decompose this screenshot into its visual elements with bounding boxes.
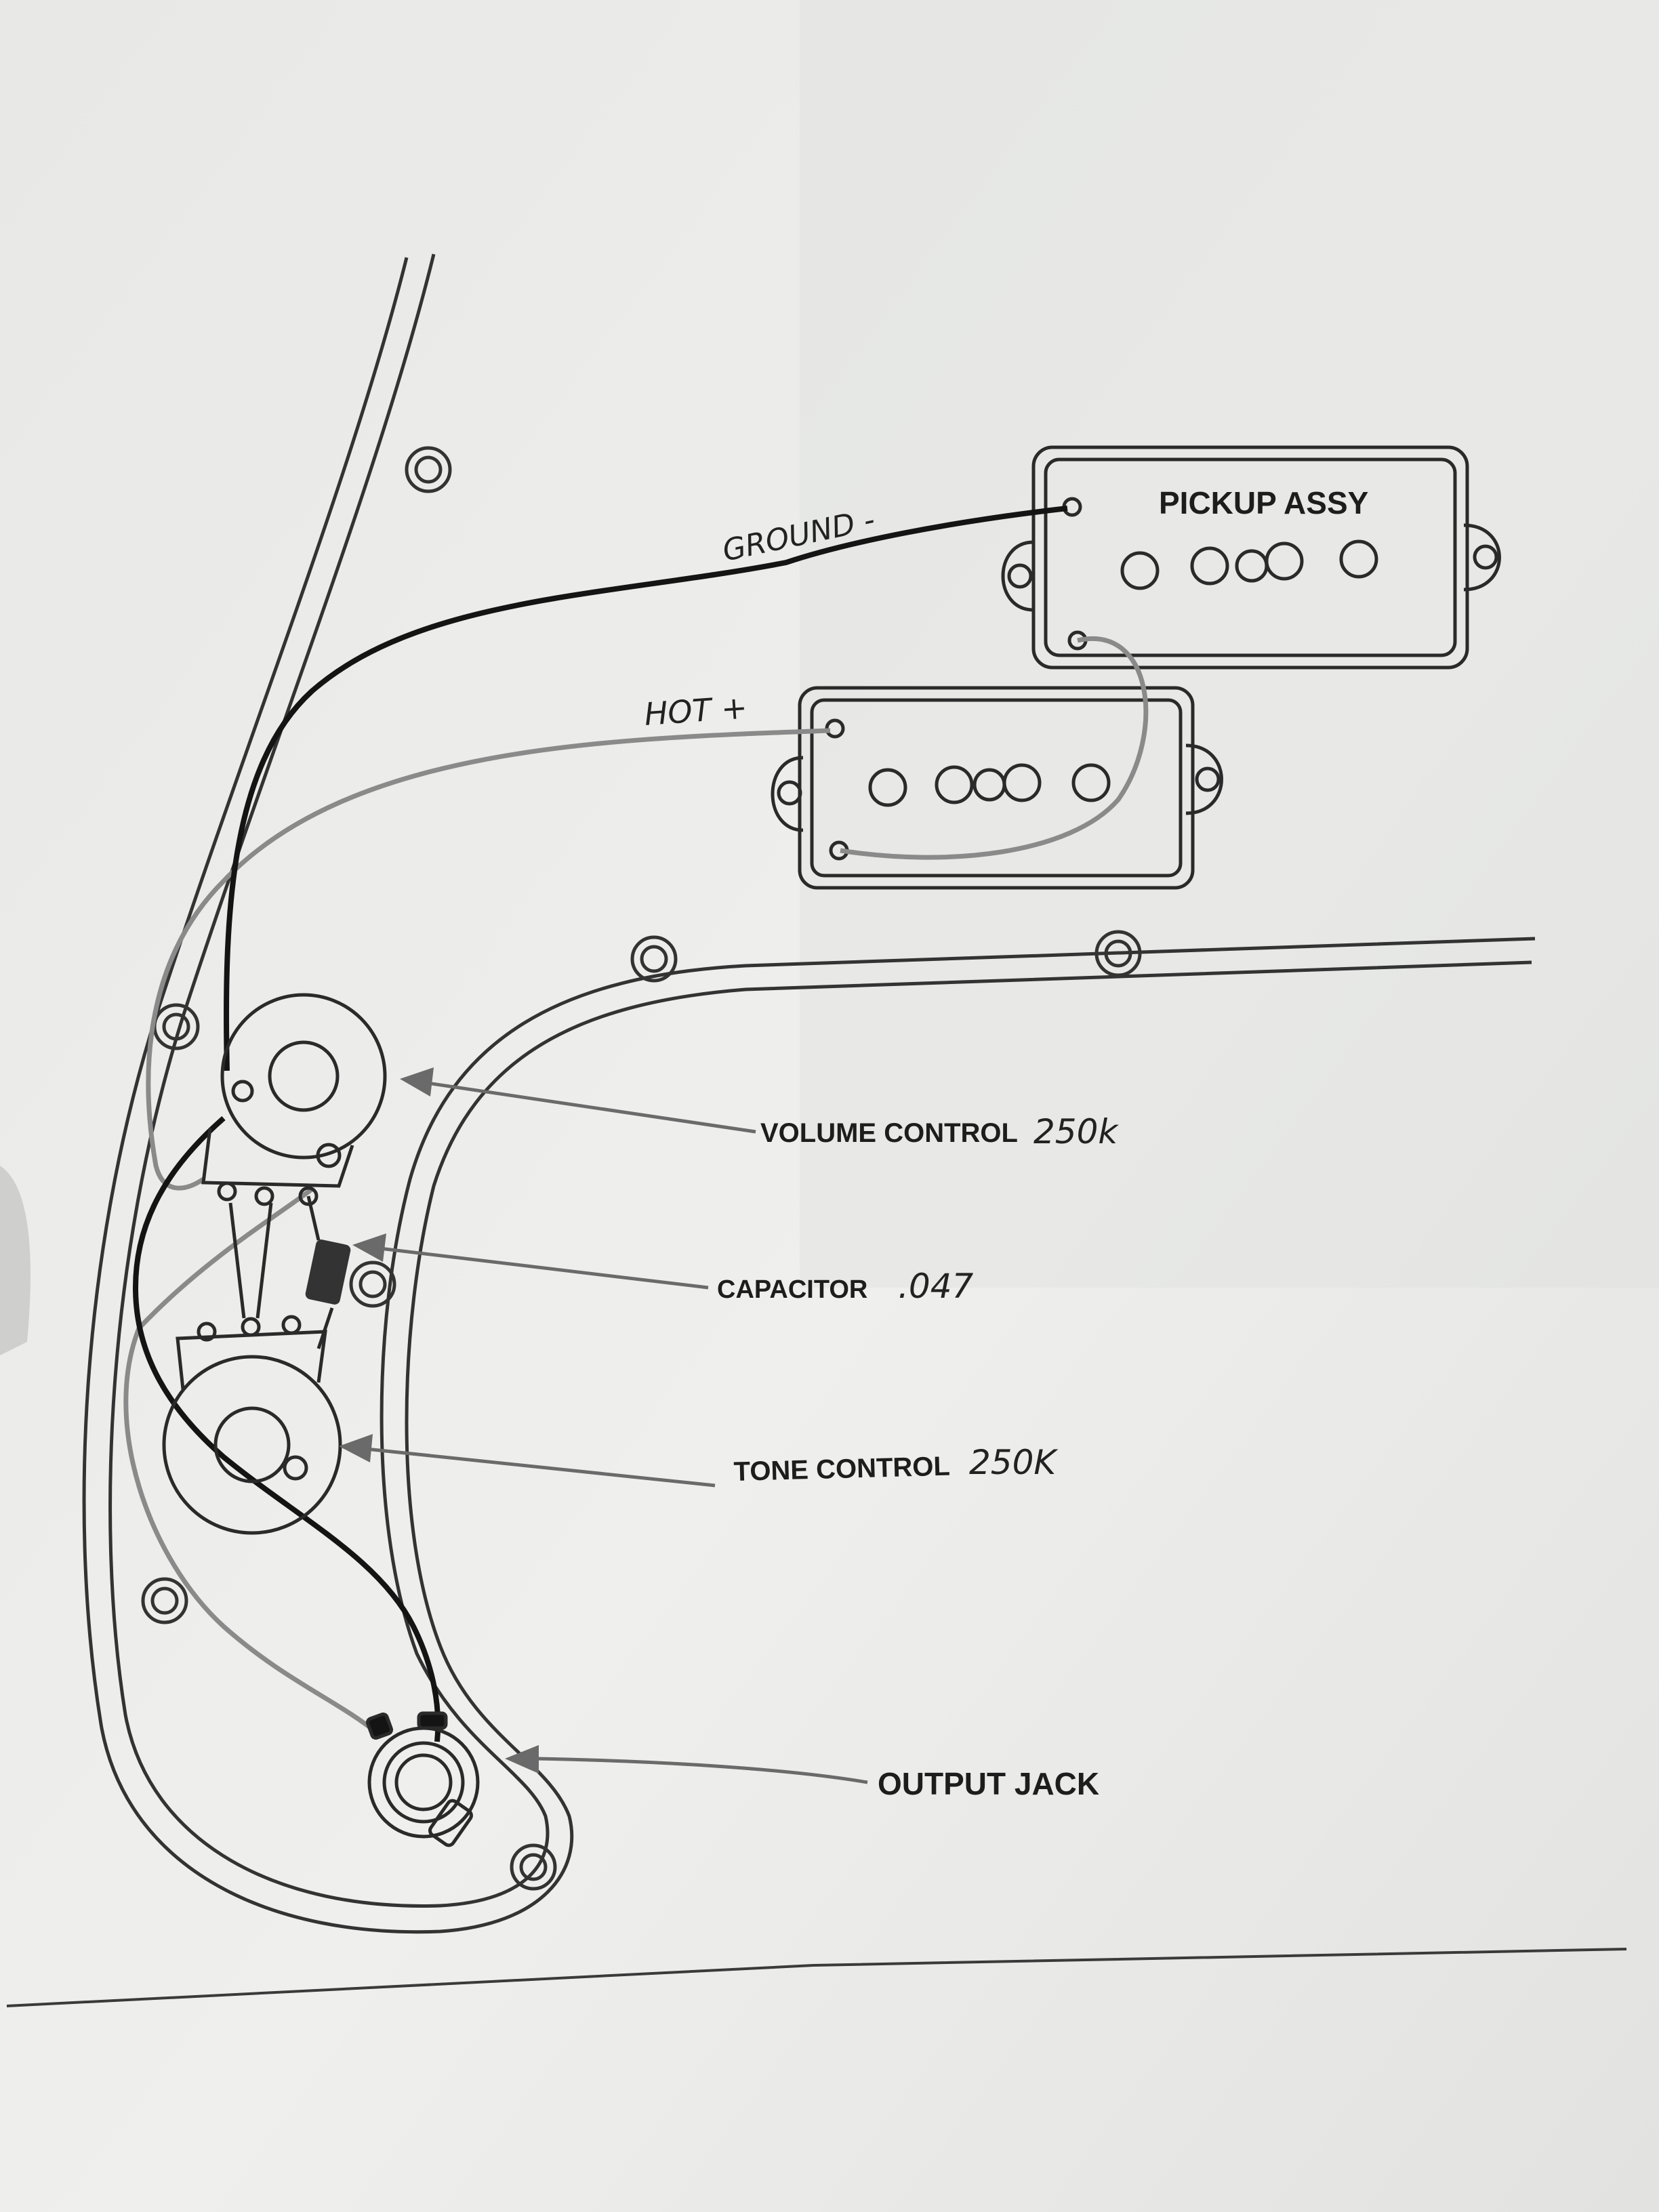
- capacitor-label: CAPACITOR: [717, 1275, 867, 1304]
- pickup-lower: [771, 686, 1223, 890]
- screw-hole: [630, 935, 678, 983]
- ground-wire: [132, 506, 1068, 1742]
- screw-hole: [405, 446, 452, 493]
- capacitor: [305, 1195, 351, 1349]
- screw-hole: [510, 1843, 557, 1891]
- paper-fold-shade: [800, 0, 1659, 1288]
- pickup-upper: [1001, 445, 1501, 670]
- hot-wire: [123, 636, 1149, 1737]
- screw-hole: [141, 1577, 188, 1624]
- volume-control-label: VOLUME CONTROL: [760, 1118, 1018, 1148]
- tone-arrowhead: [339, 1434, 373, 1462]
- volume-leader: [426, 1081, 756, 1134]
- capacitor-leader: [379, 1246, 709, 1290]
- volume-arrowhead: [400, 1067, 434, 1097]
- tone-leader: [365, 1447, 716, 1488]
- pickup-assy-label: PICKUP ASSY: [1159, 485, 1368, 520]
- leader-lines: [339, 1067, 868, 1784]
- screw-holes: [141, 446, 1142, 1891]
- table-edge-line: [6, 1948, 1627, 2007]
- screw-hole: [1094, 930, 1142, 977]
- capacitor-arrowhead: [352, 1233, 386, 1262]
- jack-arrowhead: [505, 1745, 539, 1774]
- tone-control-label: TONE CONTROL: [733, 1452, 950, 1487]
- volume-pot: [201, 993, 387, 1206]
- shadow-left: [0, 1166, 30, 1355]
- output-jack: [365, 1711, 480, 1847]
- volume-value-label: 250k: [1033, 1112, 1119, 1151]
- output-jack-label: OUTPUT JACK: [878, 1766, 1099, 1801]
- capacitor-value-label: .047: [898, 1267, 974, 1306]
- hot-label: HOT +: [643, 689, 748, 732]
- pickguard-outline: [82, 253, 1536, 1934]
- jack-leader: [535, 1757, 868, 1784]
- screw-hole: [349, 1261, 396, 1308]
- tone-pot: [162, 1202, 342, 1535]
- tone-value-label: 250K: [969, 1443, 1059, 1482]
